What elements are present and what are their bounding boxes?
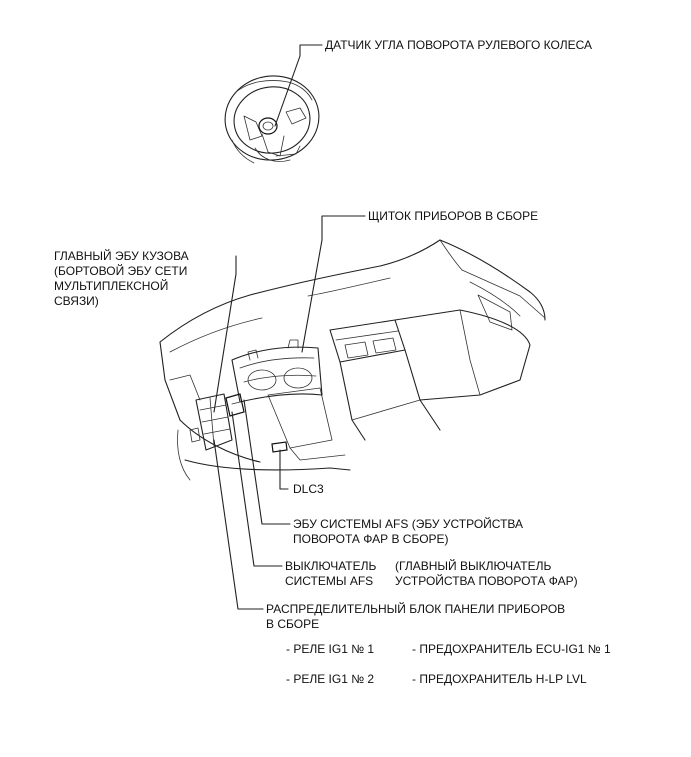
leader-combination-meter — [301, 215, 366, 353]
label-main-body-ecu: ГЛАВНЫЙ ЭБУ КУЗОВА (БОРТОВОЙ ЭБУ СЕТИ МУ… — [54, 249, 189, 309]
leader-dlc3 — [279, 449, 289, 490]
relay-ig1-no1: - РЕЛЕ IG1 № 1 — [286, 642, 375, 656]
label-afs-switch-line-2: СИСТЕМЫ AFS — [285, 574, 374, 588]
label-dlc3: DLC3 — [293, 482, 324, 496]
label-afs-switch: ВЫКЛЮЧАТЕЛЬ СИСТЕМЫ AFS — [285, 559, 376, 589]
leader-lines — [213, 44, 366, 610]
relay-ig1-no2: - РЕЛЕ IG1 № 2 — [286, 672, 375, 686]
label-afs-ecu-line-2: ПОВОРОТА ФАР В СБОРЕ) — [293, 532, 449, 546]
label-steering-angle-sensor: ДАТЧИК УГЛА ПОВОРОТА РУЛЕВОГО КОЛЕСА — [325, 38, 592, 52]
leader-main-body-ecu — [213, 255, 237, 413]
label-afs-switch-note: (ГЛАВНЫЙ ВЫКЛЮЧАТЕЛЬ УСТРОЙСТВА ПОВОРОТА… — [395, 559, 578, 589]
label-junction-block-line-2: В СБОРЕ — [266, 617, 320, 631]
label-junction-block-line-1: РАСПРЕДЕЛИТЕЛЬНЫЙ БЛОК ПАНЕЛИ ПРИБОРОВ — [266, 602, 566, 616]
label-afs-ecu-line-1: ЭБУ СИСТЕМЫ AFS (ЭБУ УСТРОЙСТВА — [293, 517, 524, 531]
label-main-body-ecu-line-3: МУЛЬТИПЛЕКСНОЙ — [54, 279, 169, 293]
leader-junction-block — [213, 439, 264, 610]
label-afs-switch-line-1: ВЫКЛЮЧАТЕЛЬ — [285, 559, 377, 573]
label-afs-switch-note-line-1: (ГЛАВНЫЙ ВЫКЛЮЧАТЕЛЬ — [395, 559, 552, 573]
leader-steering-sensor — [274, 44, 323, 127]
leader-afs-switch — [231, 411, 283, 567]
leader-afs-ecu — [243, 399, 291, 525]
label-main-body-ecu-line-2: (БОРТОВОЙ ЭБУ СЕТИ — [54, 264, 188, 278]
label-junction-block: РАСПРЕДЕЛИТЕЛЬНЫЙ БЛОК ПАНЕЛИ ПРИБОРОВ В… — [266, 602, 565, 632]
dashboard-drawing — [159, 239, 546, 481]
label-main-body-ecu-line-1: ГЛАВНЫЙ ЭБУ КУЗОВА — [54, 249, 189, 263]
steering-wheel-drawing — [224, 75, 320, 164]
label-main-body-ecu-line-4: СВЯЗИ) — [54, 294, 99, 308]
label-combination-meter: ЩИТОК ПРИБОРОВ В СБОРЕ — [368, 209, 539, 223]
label-afs-ecu: ЭБУ СИСТЕМЫ AFS (ЭБУ УСТРОЙСТВА ПОВОРОТА… — [293, 517, 523, 547]
fuse-h-lp-lvl: - ПРЕДОХРАНИТЕЛЬ H-LP LVL — [412, 672, 587, 686]
fuse-ecu-ig1-no1: - ПРЕДОХРАНИТЕЛЬ ECU-IG1 № 1 — [412, 642, 611, 656]
label-afs-switch-note-line-2: УСТРОЙСТВА ПОВОРОТА ФАР) — [395, 574, 578, 588]
